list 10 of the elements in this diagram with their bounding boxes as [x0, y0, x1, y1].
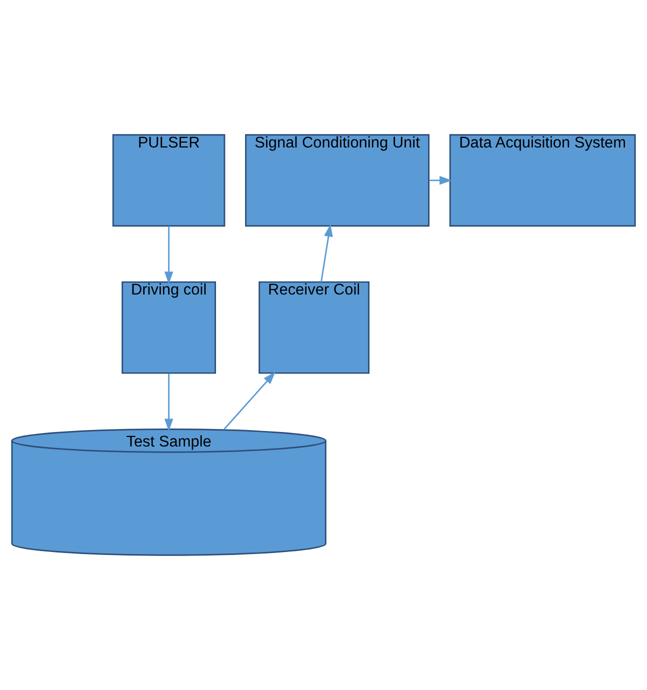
- arrow: [164, 373, 174, 432]
- arrow: [429, 176, 452, 185]
- node-box: Driving coil: [122, 281, 216, 374]
- arrow: [224, 372, 276, 430]
- node-box: Data Acquisition System: [449, 134, 636, 227]
- node-box: PULSER: [112, 134, 226, 227]
- arrow: [164, 226, 174, 284]
- arrow: [320, 224, 333, 282]
- node-box: Signal Conditioning Unit: [245, 134, 430, 227]
- node-box: Receiver Coil: [258, 281, 370, 374]
